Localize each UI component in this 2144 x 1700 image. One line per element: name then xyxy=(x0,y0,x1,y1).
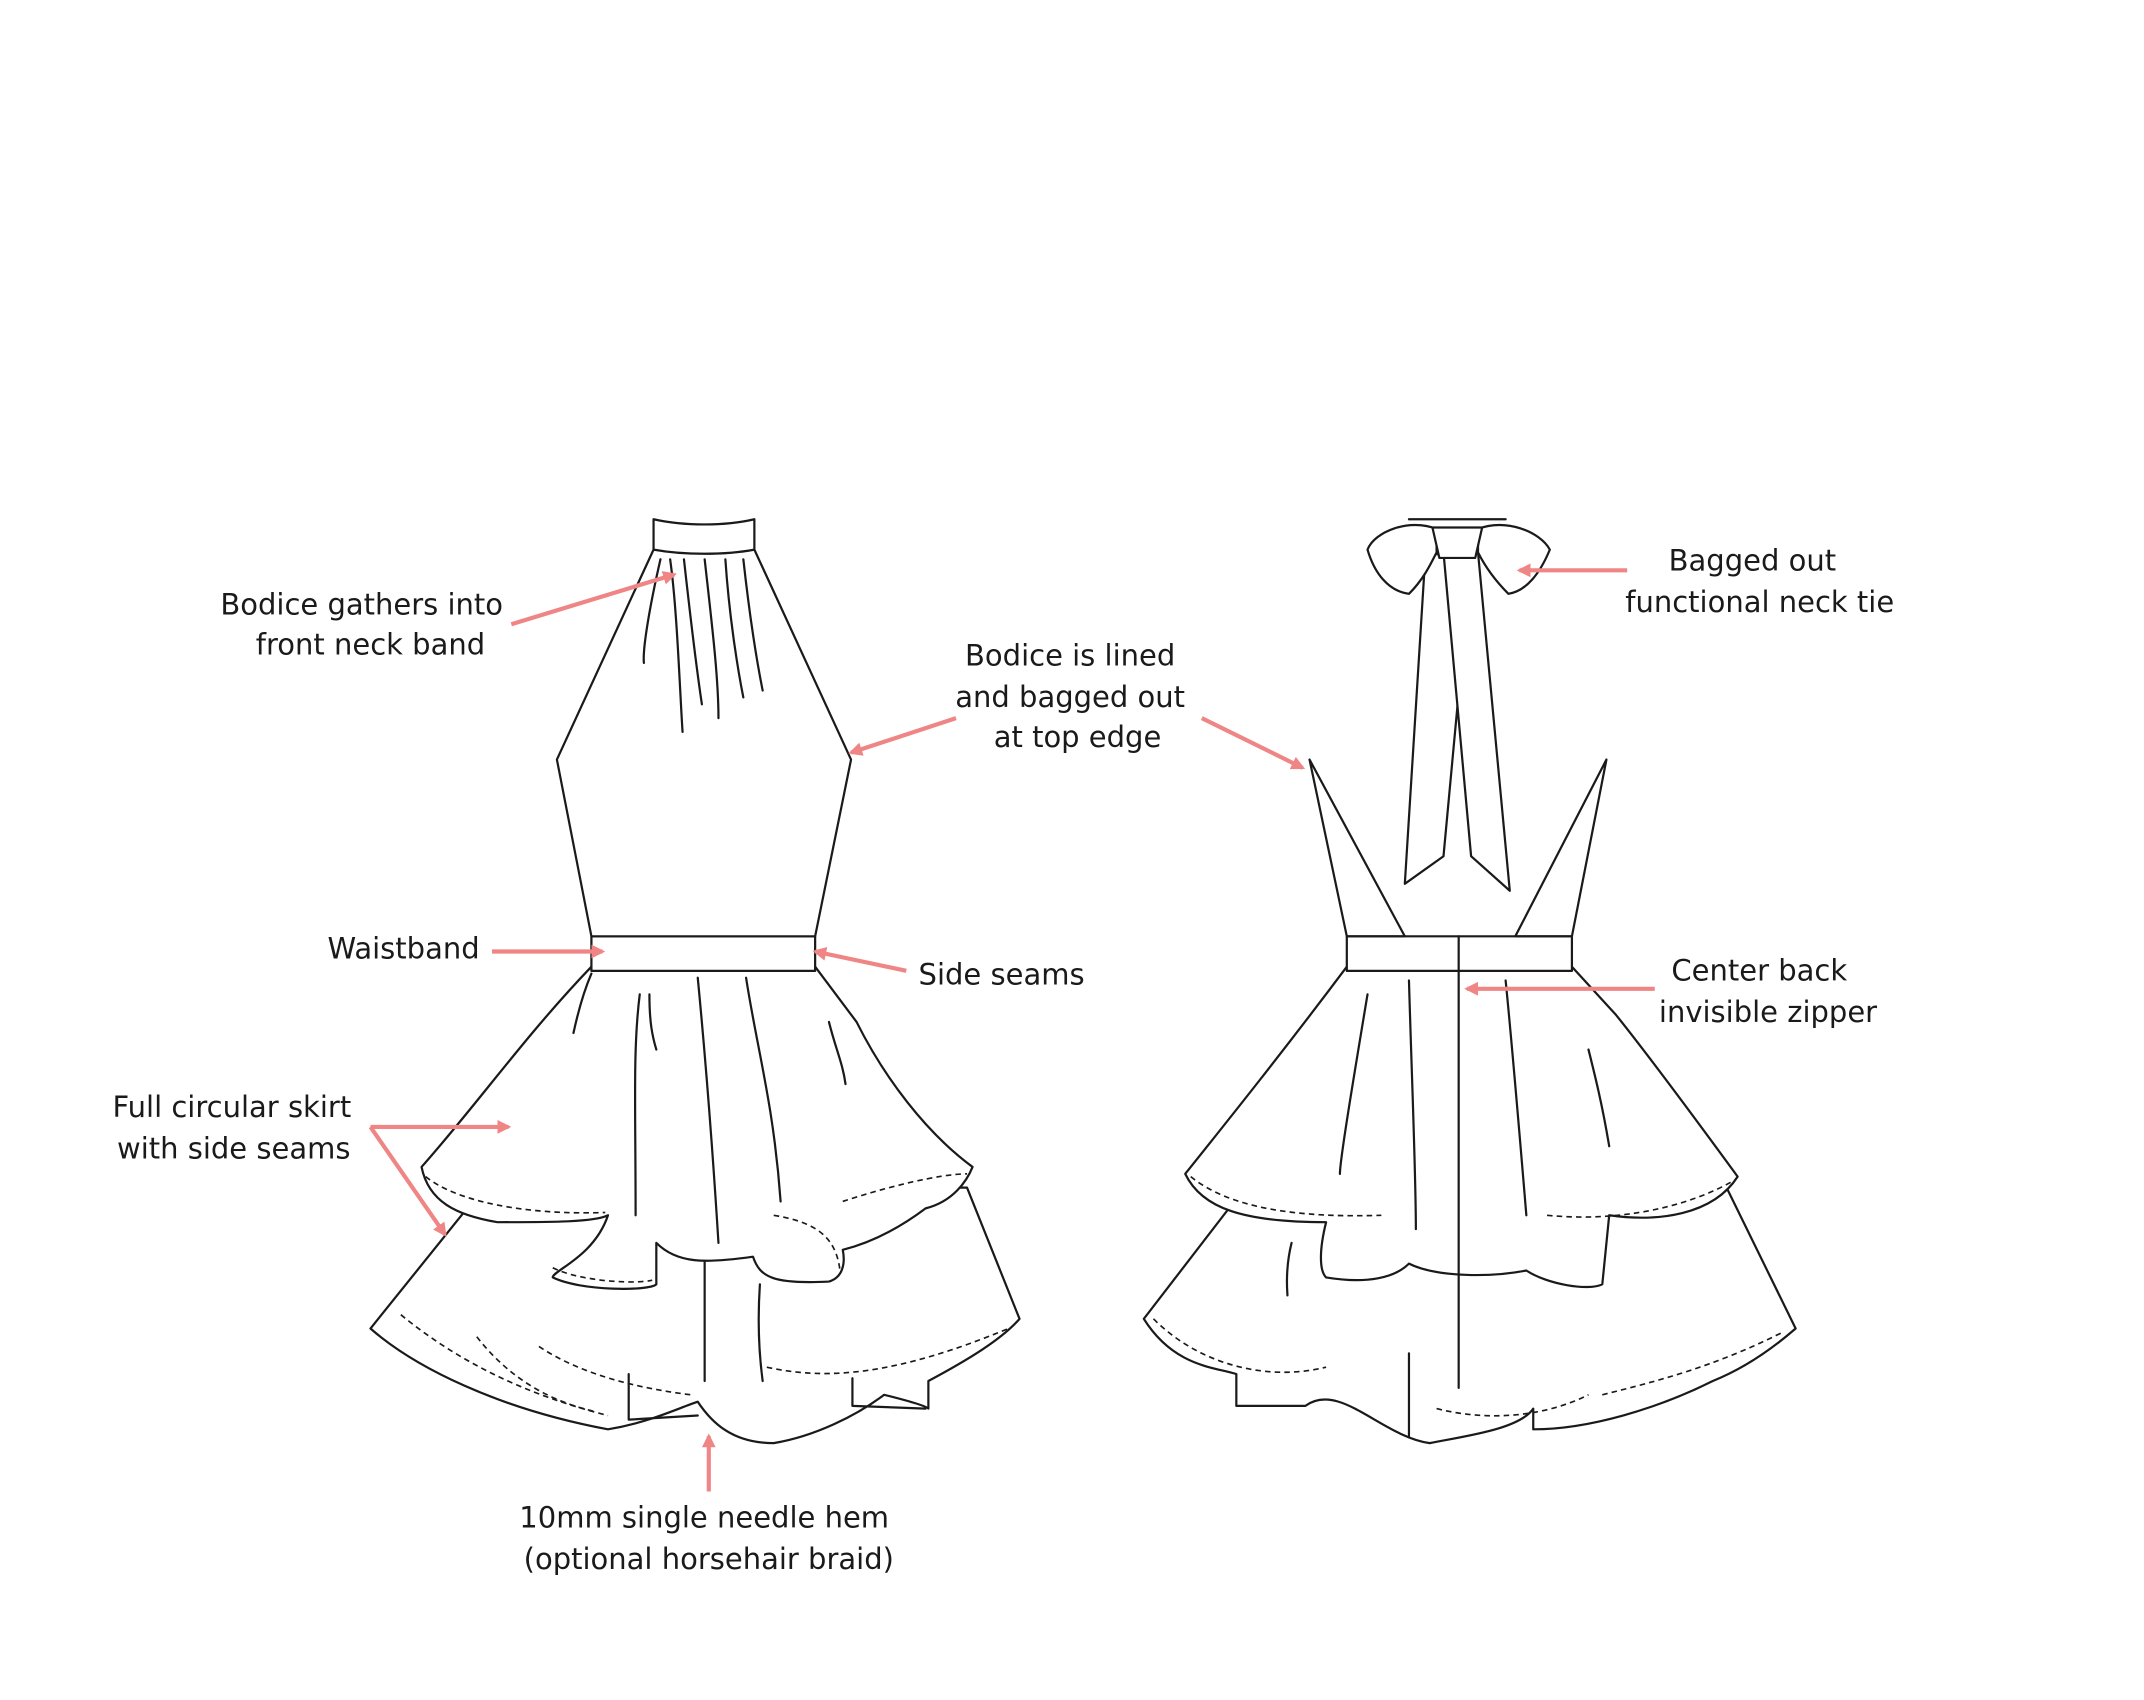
annotation-bodice-gathers: Bodice gathers into front neck band xyxy=(220,571,677,662)
label-bodice-lined: Bodice is lined and bagged out at top ed… xyxy=(955,639,1194,754)
label-zipper: Center back invisible zipper xyxy=(1659,954,1877,1029)
back-skirt-upper-tier xyxy=(1184,965,1739,1289)
annotation-neck-tie: Bagged out functional neck tie xyxy=(1516,543,1894,619)
label-waistband: Waistband xyxy=(328,931,480,965)
back-skirt-lower-tier xyxy=(1142,1179,1797,1445)
annotation-zipper: Center back invisible zipper xyxy=(1464,954,1877,1029)
annotation-circular-skirt: Full circular skirt with side seams xyxy=(113,1090,512,1237)
arrow xyxy=(812,947,907,973)
arrow xyxy=(368,1125,447,1237)
arrow xyxy=(848,716,957,756)
front-neck-band xyxy=(652,518,756,555)
arrow xyxy=(1200,716,1306,770)
annotation-waistband: Waistband xyxy=(328,931,606,965)
annotation-hem: 10mm single needle hem (optional horseha… xyxy=(519,1433,898,1576)
front-skirt-upper-tier xyxy=(420,965,974,1290)
label-bodice-gathers: Bodice gathers into front neck band xyxy=(220,588,512,662)
back-view-dress xyxy=(1142,518,1797,1445)
annotation-bodice-lined: Bodice is lined and bagged out at top ed… xyxy=(848,639,1306,770)
front-skirt-lower-tier xyxy=(369,1186,1021,1445)
label-hem: 10mm single needle hem (optional horseha… xyxy=(519,1500,898,1575)
annotation-side-seams: Side seams xyxy=(812,947,1085,992)
front-bodice xyxy=(555,548,853,938)
label-side-seams: Side seams xyxy=(919,958,1085,992)
label-neck-tie: Bagged out functional neck tie xyxy=(1625,543,1894,618)
front-waistband xyxy=(590,935,817,972)
label-circular-skirt: Full circular skirt with side seams xyxy=(113,1090,361,1165)
neck-tie-bow xyxy=(1366,524,1438,595)
arrow xyxy=(510,571,677,627)
